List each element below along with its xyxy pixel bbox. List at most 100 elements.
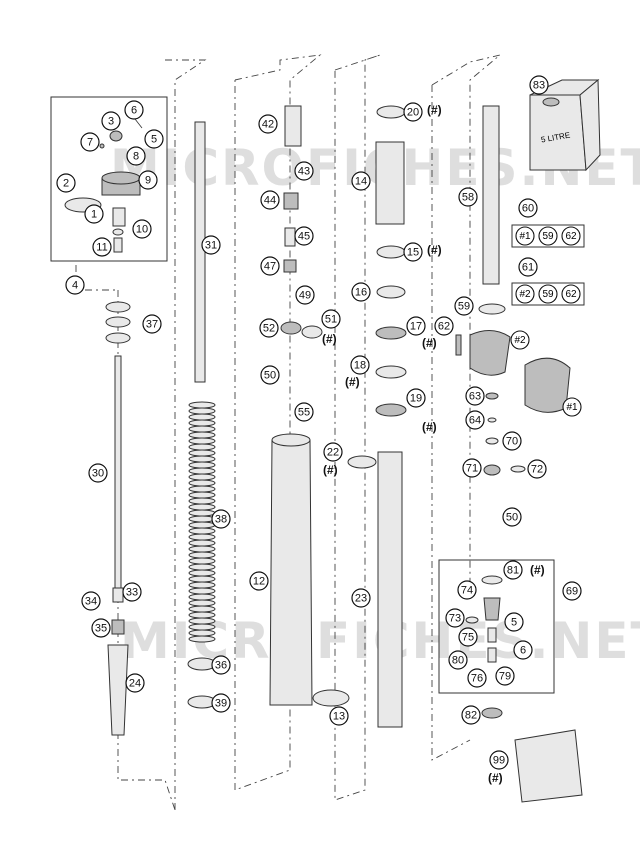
callout-18: 18	[350, 355, 370, 375]
bolt-62	[455, 334, 462, 356]
svg-text:71: 71	[466, 463, 478, 475]
svg-text:5: 5	[151, 134, 157, 146]
svg-text:50: 50	[264, 370, 276, 382]
clamp-label: #2	[514, 335, 526, 346]
svg-text:43: 43	[298, 166, 310, 178]
svg-text:59: 59	[458, 301, 470, 313]
kit-60-item-circle	[515, 226, 535, 246]
part-47	[283, 259, 297, 273]
callout-33: 33	[122, 582, 142, 602]
svg-text:24: 24	[129, 678, 141, 690]
svg-text:38: 38	[215, 514, 227, 526]
callout-83: 83	[529, 75, 549, 95]
callout-71: 71	[462, 458, 482, 478]
svg-text:44: 44	[264, 195, 276, 207]
svg-text:69: 69	[566, 586, 578, 598]
callout-11: 11	[92, 237, 112, 257]
valve-45	[284, 227, 296, 247]
callout-34: 34	[81, 591, 101, 611]
kit-60-item-circle	[561, 226, 581, 246]
svg-text:15: 15	[407, 247, 419, 259]
svg-text:7: 7	[87, 137, 93, 149]
svg-text:16: 16	[355, 287, 367, 299]
svg-text:74: 74	[461, 585, 473, 597]
nut-71	[483, 464, 501, 476]
svg-text:72: 72	[531, 464, 543, 476]
damper-rod-30	[114, 355, 122, 589]
callout-3: 3	[101, 111, 121, 131]
clamp-2	[469, 330, 511, 376]
valve-assembly-box	[438, 559, 555, 694]
svg-text:83: 83	[533, 80, 545, 92]
svg-text:80: 80	[452, 655, 464, 667]
svg-text:31: 31	[205, 240, 217, 252]
washer-16	[376, 285, 406, 299]
svg-text:2: 2	[63, 178, 69, 190]
svg-text:10: 10	[136, 224, 148, 236]
callout-31: 31	[201, 235, 221, 255]
svg-text:70: 70	[506, 436, 518, 448]
callout-63: 63	[465, 386, 485, 406]
hash-mark-8: (#)	[530, 563, 545, 577]
clamp-label-circle	[562, 397, 582, 417]
callout-52: 52	[259, 318, 279, 338]
piston-52	[280, 321, 302, 335]
callout-69: 69	[562, 581, 582, 601]
kit-61-item: #2	[519, 289, 531, 300]
callout-37: 37	[142, 314, 162, 334]
spring-38	[188, 401, 216, 643]
kit-61-item: 59	[542, 289, 554, 300]
hash-mark-2: (#)	[427, 243, 442, 257]
svg-text:62: 62	[438, 321, 450, 333]
ring-51	[301, 325, 323, 339]
svg-text:42: 42	[262, 119, 274, 131]
tube-58	[482, 105, 500, 285]
callout-72: 72	[527, 459, 547, 479]
parts-bag-99	[514, 729, 583, 803]
callout-75: 75	[458, 627, 478, 647]
callout-80: 80	[448, 650, 468, 670]
svg-text:13: 13	[333, 711, 345, 723]
svg-text:34: 34	[85, 596, 97, 608]
svg-text:4: 4	[72, 280, 78, 292]
callout-9: 9	[138, 170, 158, 190]
svg-text:55: 55	[298, 407, 310, 419]
svg-text:22: 22	[327, 447, 339, 459]
hash-mark-3: (#)	[422, 336, 437, 350]
svg-text:63: 63	[469, 391, 481, 403]
callout-50: 50	[260, 365, 280, 385]
svg-text:30: 30	[92, 468, 104, 480]
seal-17	[375, 326, 407, 340]
callout-64: 64	[465, 410, 485, 430]
svg-text:45: 45	[298, 231, 310, 243]
svg-text:5: 5	[511, 617, 517, 629]
clip-18	[375, 365, 407, 379]
callout-73: 73	[445, 608, 465, 628]
kit-60-item: 62	[565, 231, 577, 242]
svg-text:19: 19	[410, 393, 422, 405]
callout-14: 14	[351, 171, 371, 191]
callout-1: 1	[84, 204, 104, 224]
svg-text:11: 11	[96, 242, 107, 254]
svg-text:50: 50	[506, 512, 518, 524]
callout-13: 13	[329, 706, 349, 726]
dust-wiper-19	[375, 403, 407, 417]
callout-8: 8	[126, 146, 146, 166]
callout-16: 16	[351, 282, 371, 302]
svg-text:37: 37	[146, 319, 158, 331]
spring-35	[111, 619, 125, 635]
oil-can-83	[529, 78, 601, 172]
callout-81: 81	[503, 560, 523, 580]
hash-mark-1: (#)	[427, 103, 442, 117]
svg-text:6: 6	[520, 645, 526, 657]
hash-mark-5: (#)	[422, 420, 437, 434]
clamp-label-circle	[510, 330, 530, 350]
callout-23: 23	[351, 588, 371, 608]
svg-text:3: 3	[108, 116, 114, 128]
callout-39: 39	[211, 693, 231, 713]
valve-assembly-parts	[465, 575, 503, 663]
svg-text:58: 58	[462, 192, 474, 204]
callout-51: 51	[321, 309, 341, 329]
callout-74: 74	[457, 580, 477, 600]
